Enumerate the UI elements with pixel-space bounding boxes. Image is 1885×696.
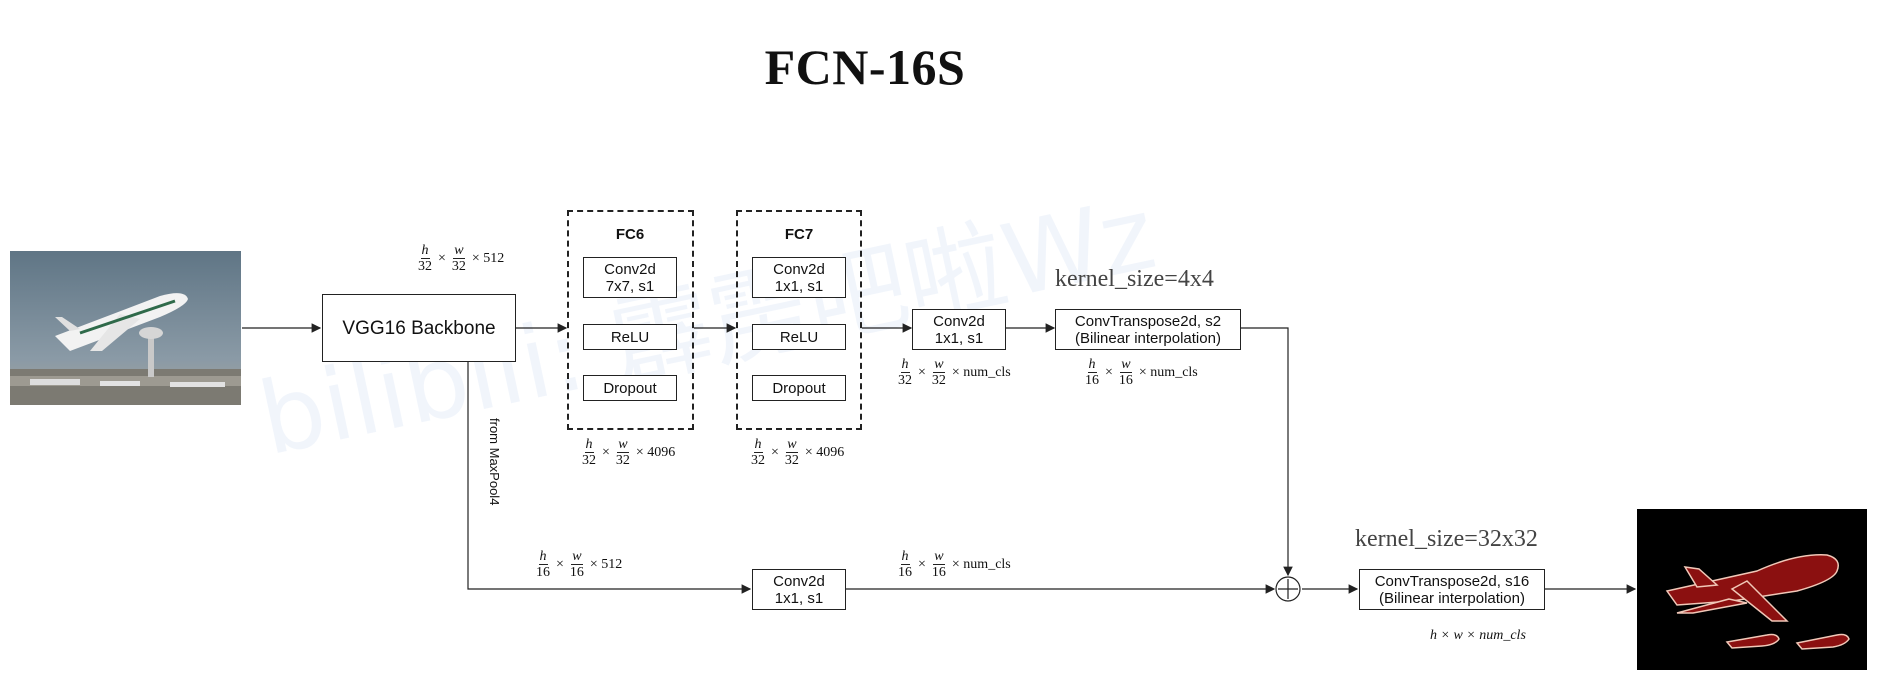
arrow-maxpool4-to-conv: [467, 362, 752, 594]
fc6-dropout: Dropout: [583, 375, 677, 401]
conv2d-bottom: Conv2d 1x1, s1: [752, 569, 846, 610]
convtranspose-s2: ConvTranspose2d, s2 (Bilinear interpolat…: [1055, 309, 1241, 350]
fc6-conv2d: Conv2d 7x7, s1: [583, 257, 677, 298]
input-image: [10, 251, 241, 405]
fc7-group: [736, 210, 862, 430]
vgg16-backbone: VGG16 Backbone: [322, 294, 516, 362]
fc6-relu: ReLU: [583, 324, 677, 350]
airplane-photo: [10, 251, 241, 405]
from-maxpool4-label: from MaxPool4: [487, 418, 502, 506]
kernel-size-bottom: kernel_size=32x32: [1355, 526, 1538, 552]
output-mask: [1637, 509, 1867, 670]
dim-final-out: h × w × num_cls: [1430, 628, 1526, 643]
fc7-dropout: Dropout: [752, 375, 846, 401]
convtranspose-s16: ConvTranspose2d, s16 (Bilinear interpola…: [1359, 569, 1545, 610]
segmentation-mask: [1665, 554, 1850, 650]
fc6-group: [567, 210, 694, 430]
kernel-size-top: kernel_size=4x4: [1055, 266, 1214, 292]
conv2d-top: Conv2d 1x1, s1: [912, 309, 1006, 350]
fc7-relu: ReLU: [752, 324, 846, 350]
fc6-title: FC6: [615, 226, 645, 243]
diagram-title: FCN-16S: [764, 39, 966, 95]
arrow-convt-to-add: [1241, 327, 1293, 577]
fc7-conv2d: Conv2d 1x1, s1: [752, 257, 846, 298]
fc7-title: FC7: [784, 226, 814, 243]
